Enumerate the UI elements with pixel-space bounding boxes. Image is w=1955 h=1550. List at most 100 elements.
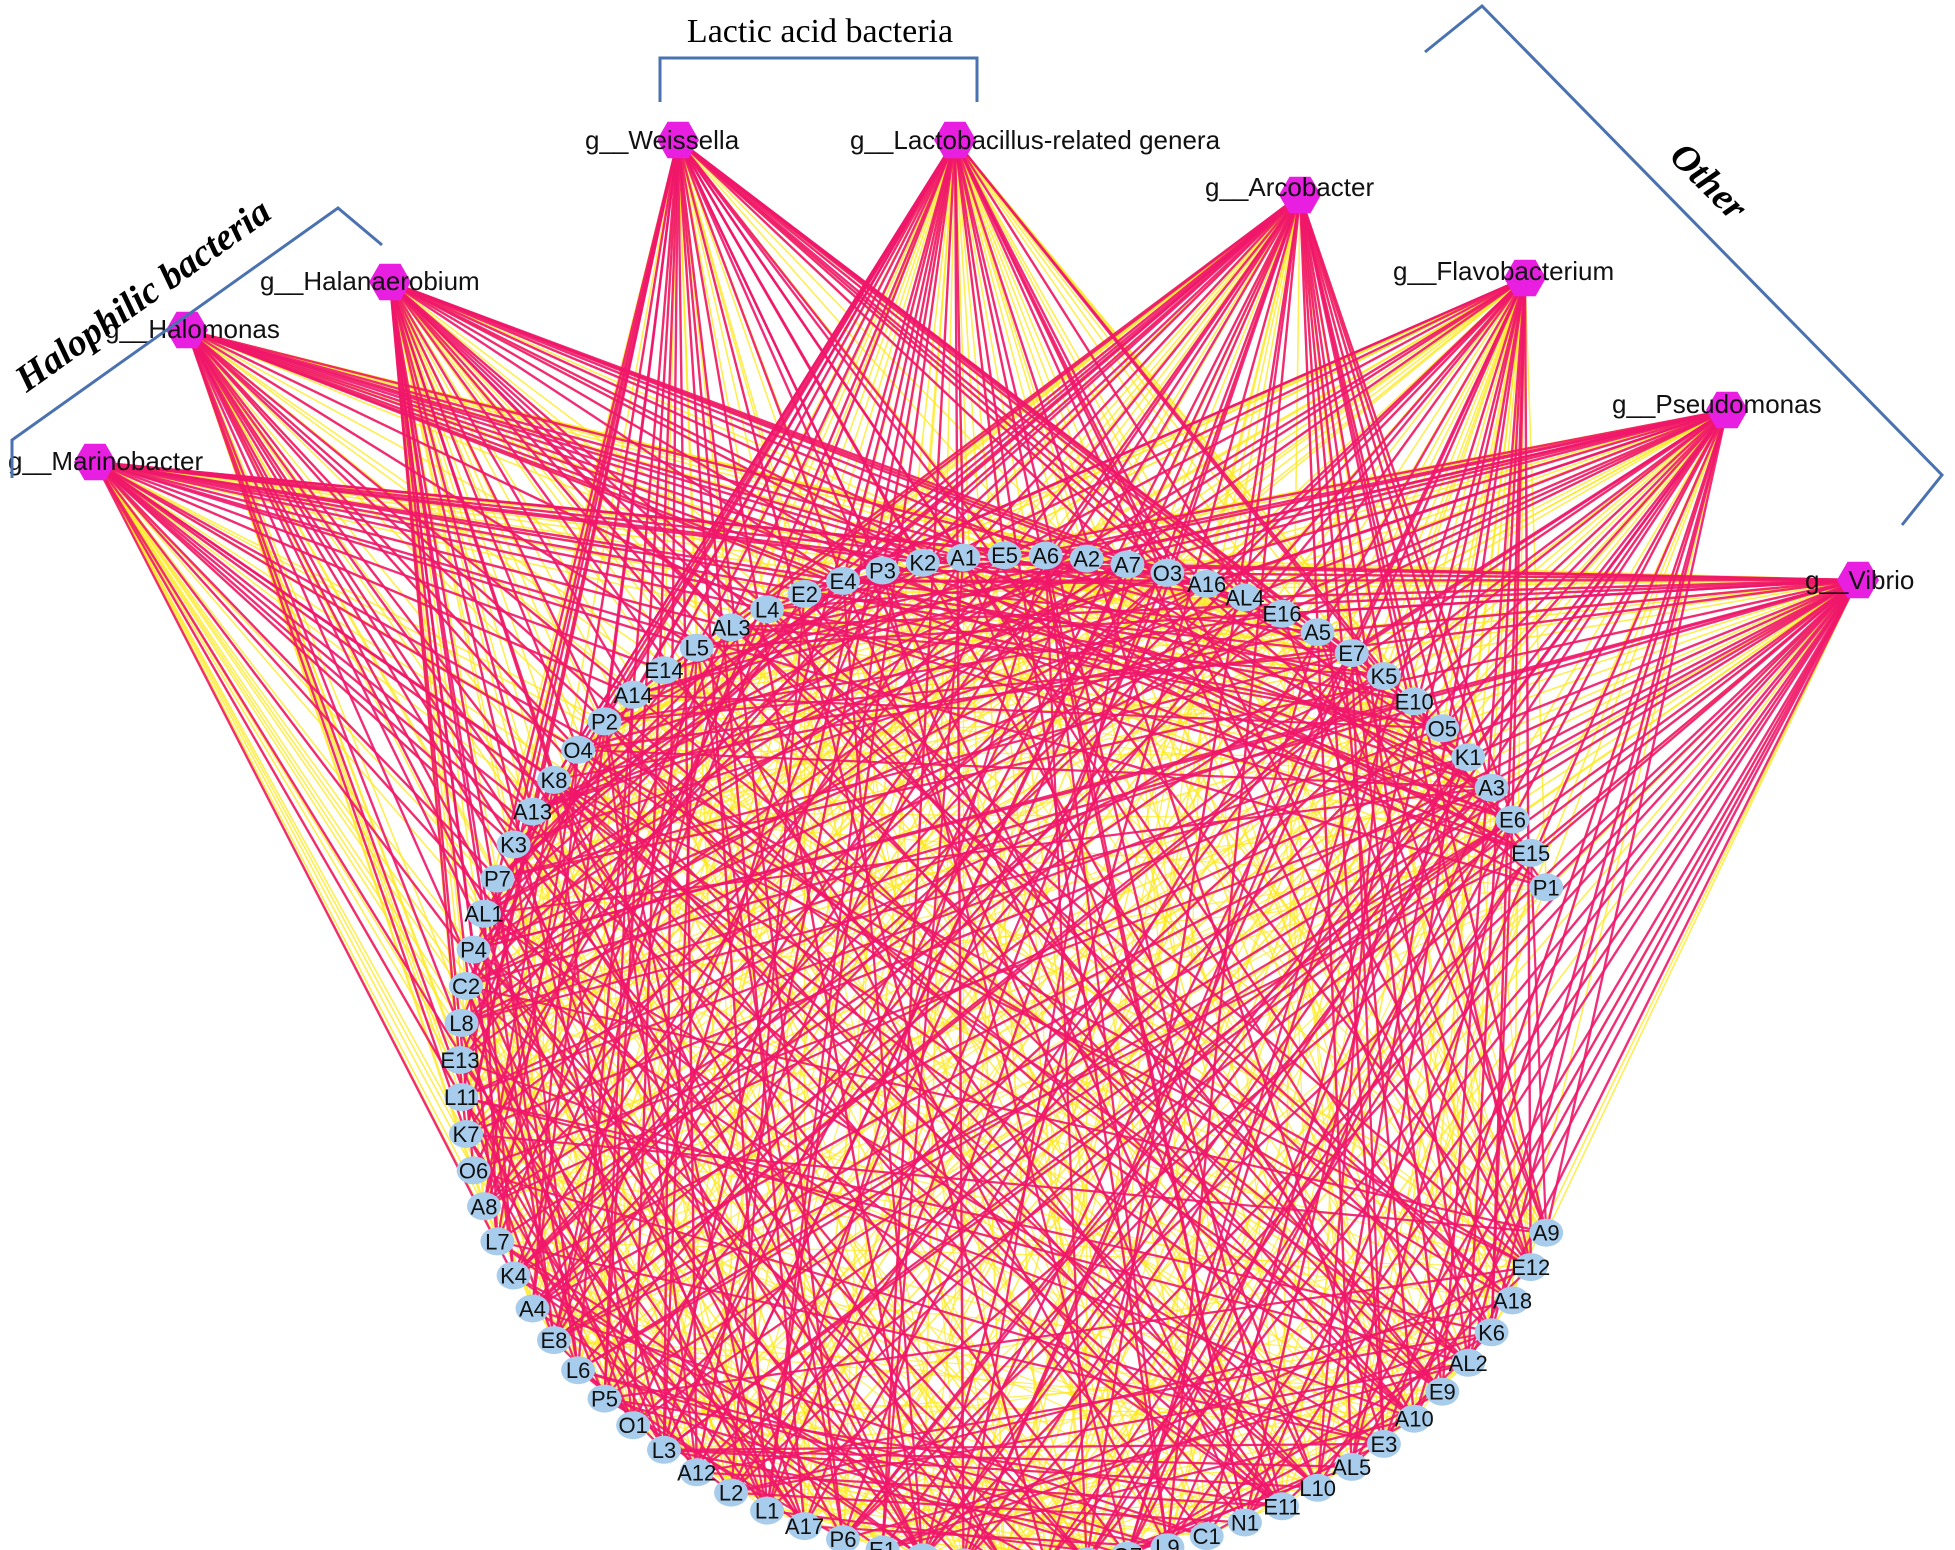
genus-label-pseudomonas: g__Pseudomonas [1612,389,1822,419]
sample-node-label: L9 [1155,1535,1179,1550]
sample-node [1150,1533,1185,1550]
sample-node [1451,743,1486,772]
positive-edge [695,647,1169,1548]
positive-edge [389,280,1128,566]
lactic-group-label: Lactic acid bacteria [687,13,953,50]
positive-edge [662,139,957,1451]
positive-edge [962,556,1532,854]
positive-edge [512,194,1301,846]
negative-edge [461,579,1859,1024]
other-group-label: Other [1662,135,1757,230]
genus-node-marinobacter [74,443,116,481]
positive-edge [1281,277,1526,615]
positive-edge [766,570,884,1511]
positive-edge [765,139,957,1511]
sample-node [1265,1492,1299,1521]
positive-edge [496,139,680,879]
sample-node-label: L5 [684,636,708,661]
positive-edge [676,139,769,1511]
positive-edge [185,329,920,1550]
positive-edge [882,1417,1415,1550]
sample-node-label: A15 [903,1545,942,1550]
sample-node [1189,569,1224,598]
positive-edge [1085,194,1302,560]
sample-node-label: AL1 [464,902,503,927]
positive-edge [1056,579,1859,1550]
positive-edge [662,139,957,671]
positive-edge [512,557,965,1277]
sample-node [496,1261,531,1290]
negative-edge [604,597,1246,1399]
sample-node-label: P1 [1533,875,1560,900]
sample-node-label: L10 [1299,1476,1336,1501]
positive-edge [662,194,1302,1451]
sample-node [444,1008,479,1037]
sample-node-label: K5 [1370,664,1397,689]
negative-edge [94,461,463,1024]
genus-label-flavobacterium: g__Flavobacterium [1393,256,1614,286]
positive-edge [1127,277,1527,1550]
negative-edge [767,1510,1019,1550]
negative-edge [94,461,475,951]
positive-edge [1045,554,1493,789]
sample-node [1265,599,1299,628]
positive-edge [1382,409,1729,1445]
positive-edge [512,277,1526,1277]
positive-edge [1441,409,1728,730]
sample-node-label: P2 [591,709,618,734]
positive-edge [953,139,1006,556]
positive-edge [926,409,1728,1550]
positive-edge [695,647,845,1540]
positive-edge [389,281,1470,1364]
sample-node-label: K1 [1455,745,1482,770]
positive-edge [663,408,1728,672]
positive-edge [766,579,1859,1512]
positive-edge [731,1491,1245,1524]
sample-node [1495,805,1530,834]
sample-node-label: E15 [1511,841,1550,866]
positive-edge [603,818,1514,1400]
positive-edge [632,194,1301,696]
genus-node-weissella [657,121,699,159]
sample-node [1366,662,1401,691]
positive-edge [1467,409,1729,1364]
sample-node-label: A13 [513,800,552,825]
positive-edge [388,281,499,1242]
genus-node-pseudomonas [1706,391,1748,429]
positive-edge [577,569,884,751]
positive-edge [1317,578,1859,634]
positive-edge [842,578,1859,583]
sample-node [587,707,622,736]
positive-edge [1135,1390,1443,1550]
positive-edge [531,277,1526,1310]
positive-edge [496,1240,915,1550]
positive-edge [388,281,635,696]
positive-edge [496,409,1728,1243]
positive-edge [1280,613,1532,1268]
sample-node [537,1326,571,1355]
positive-edge [459,1058,1415,1420]
positive-edge [483,912,1283,1508]
sample-node-label: A1 [950,546,977,571]
positive-edge [731,578,1859,629]
sample-node [480,1227,515,1256]
positive-edge [496,749,580,1242]
positive-edge [766,608,1444,1393]
positive-edge [553,779,1208,1537]
positive-edge [1134,1331,1493,1550]
sample-node [515,1294,550,1323]
positive-edge [1243,579,1860,1524]
positive-edge [882,1331,1492,1550]
positive-edge [577,748,1469,1364]
sample-node [1529,1218,1564,1247]
positive-edge [185,329,515,846]
sample-node [750,1496,785,1525]
positive-edge [389,280,884,572]
sample-node-label: E4 [830,569,857,594]
positive-edge [604,1397,1113,1550]
sample-node [1227,1508,1262,1537]
sample-node [616,680,651,709]
positive-edge [464,139,957,987]
positive-edge [803,593,1444,1393]
